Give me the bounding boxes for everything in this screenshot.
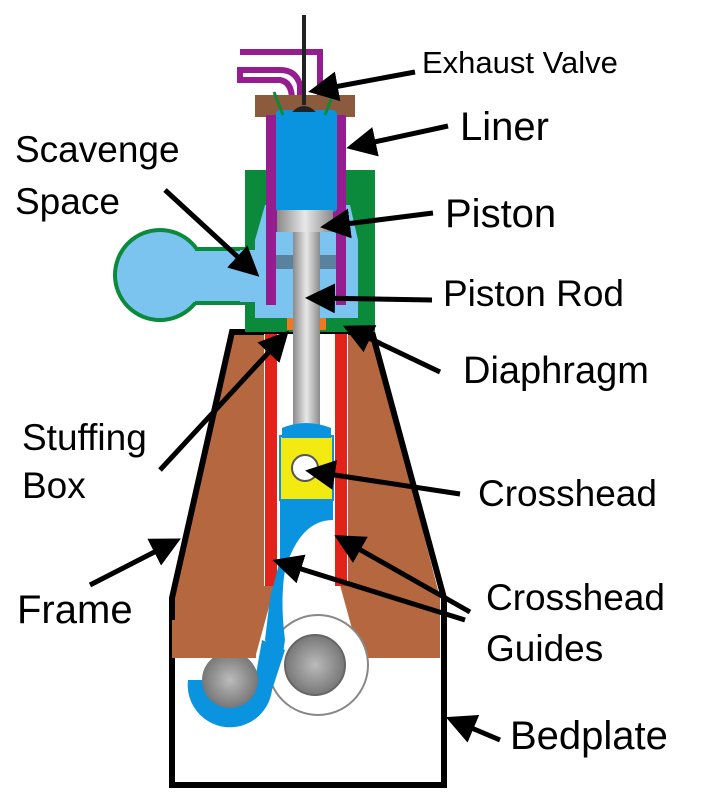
crosshead-pin	[291, 454, 319, 482]
label-piston-rod: Piston Rod	[443, 273, 624, 314]
label-stuffing-box-2: Box	[22, 465, 86, 506]
piston	[277, 210, 333, 232]
label-stuffing-box-1: Stuffing	[22, 417, 147, 458]
combustion-space	[276, 110, 337, 212]
main-bearing	[202, 652, 258, 708]
exhaust-pipe	[237, 49, 323, 103]
label-scavenge-space-1: Scavenge	[15, 129, 180, 170]
label-scavenge-space-2: Space	[15, 181, 120, 222]
label-crosshead-guides-2: Guides	[486, 628, 603, 669]
label-bedplate: Bedplate	[510, 714, 668, 758]
label-frame: Frame	[17, 588, 133, 632]
label-crosshead-guides-1: Crosshead	[486, 577, 665, 618]
crank-pin	[284, 634, 346, 696]
label-exhaust-valve: Exhaust Valve	[422, 45, 618, 80]
label-crosshead: Crosshead	[478, 473, 657, 514]
guide-left	[265, 334, 277, 586]
connecting-rod	[265, 498, 333, 660]
label-diaphragm: Diaphragm	[463, 350, 649, 392]
guide-right	[335, 334, 347, 586]
label-piston: Piston	[445, 192, 556, 236]
label-liner: Liner	[460, 105, 549, 149]
piston-rod	[293, 232, 320, 437]
label-arrows	[88, 69, 501, 743]
